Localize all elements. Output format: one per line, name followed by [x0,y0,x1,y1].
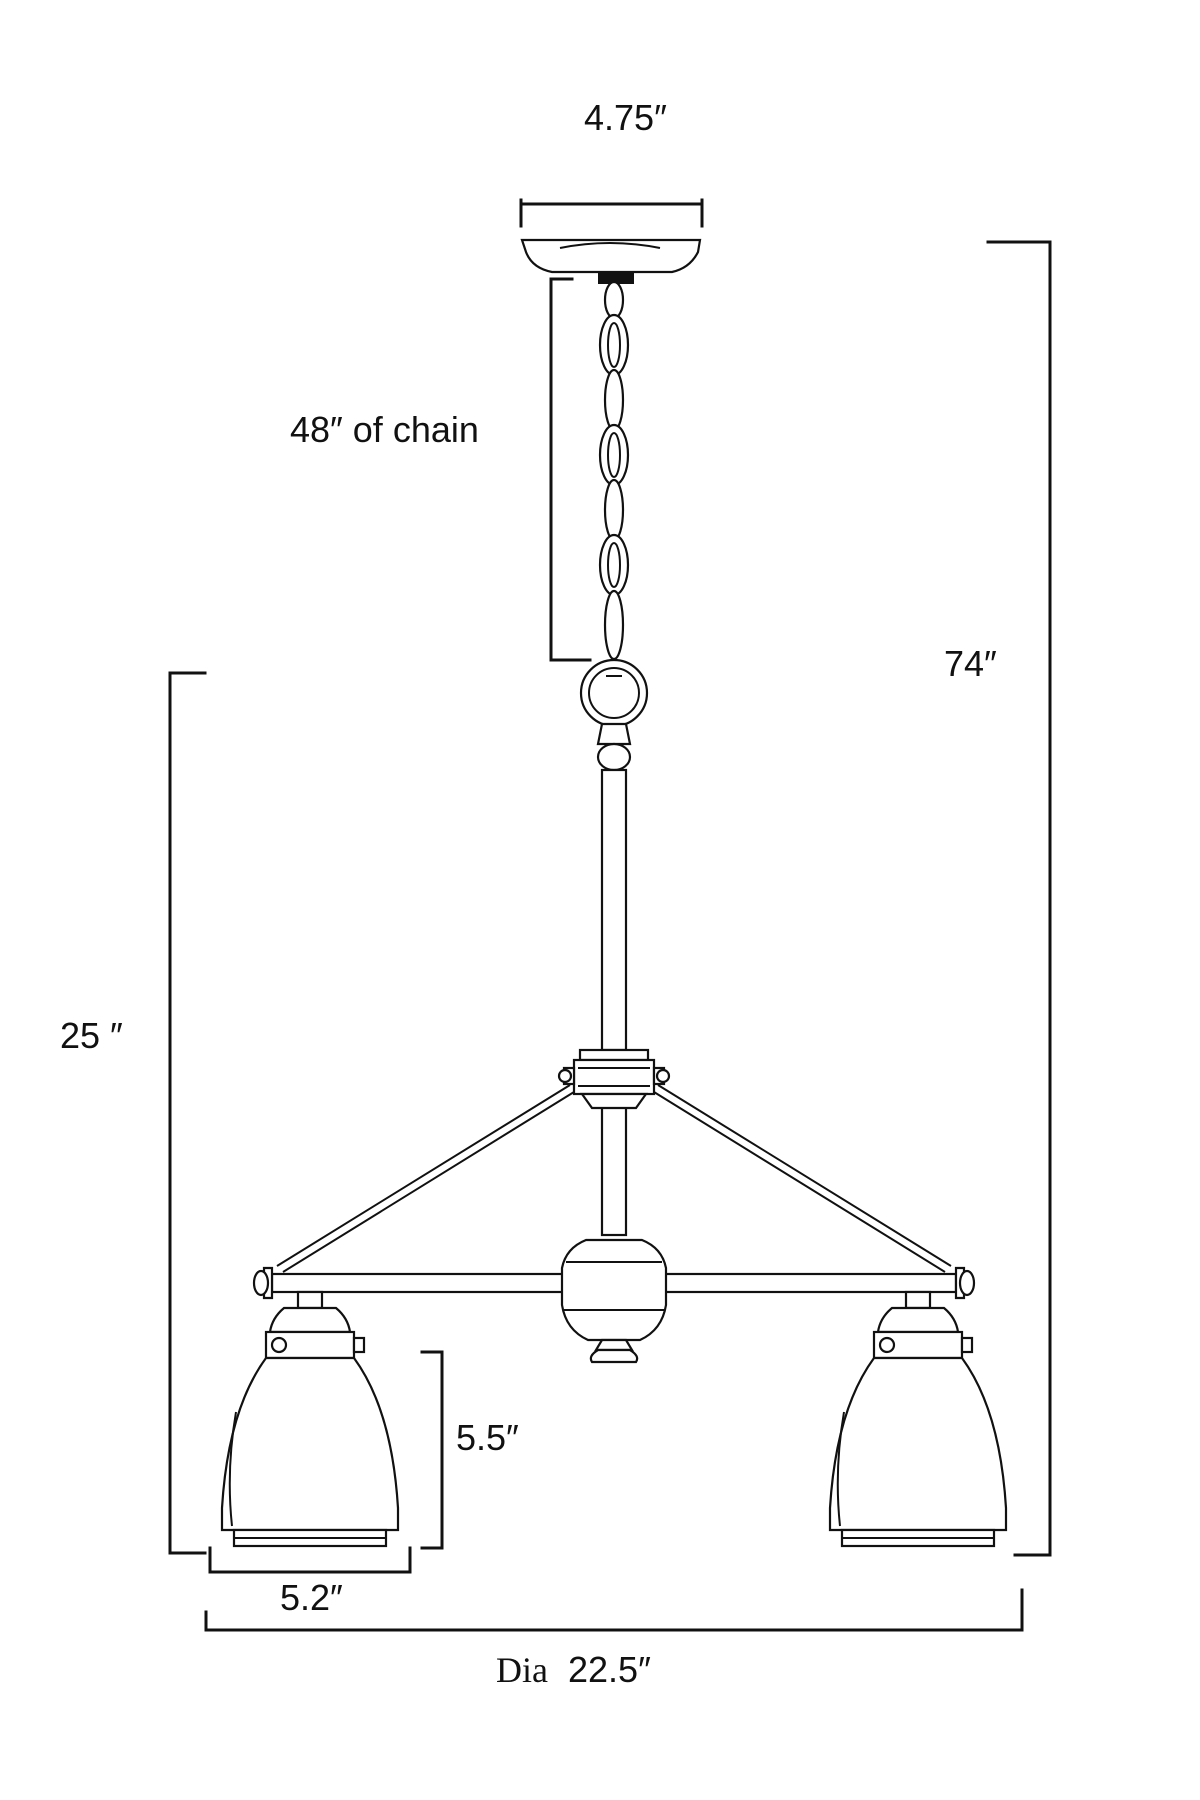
diameter-prefix: Dia [496,1650,548,1690]
canopy-width-label: 4.75″ [584,97,667,138]
support-arms [276,1084,952,1273]
loop-ring [579,658,649,728]
shade-width-bracket [208,1546,412,1574]
diameter-label: Dia 22.5″ [496,1649,651,1690]
upper-hub [557,1048,671,1110]
body-height-label: 25 ″ [60,1015,123,1056]
shade-height-bracket [420,1350,444,1550]
overall-height-label: 74″ [944,643,997,684]
chain-length-label: 48″ of chain [290,409,479,450]
canopy-width-bracket [519,198,704,228]
diameter-bracket [204,1588,1024,1632]
right-shade [828,1290,1008,1548]
shade-width-label: 5.2″ [280,1577,343,1618]
diameter-value: 22.5″ [568,1649,651,1690]
canopy [520,238,702,284]
left-shade [220,1290,400,1548]
chain [598,280,630,661]
body-height-bracket [168,671,207,1555]
lower-hub [560,1238,668,1364]
overall-height-bracket [986,240,1052,1557]
chain-length-bracket [549,277,592,662]
stem [596,722,632,1237]
shade-height-label: 5.5″ [456,1417,519,1458]
